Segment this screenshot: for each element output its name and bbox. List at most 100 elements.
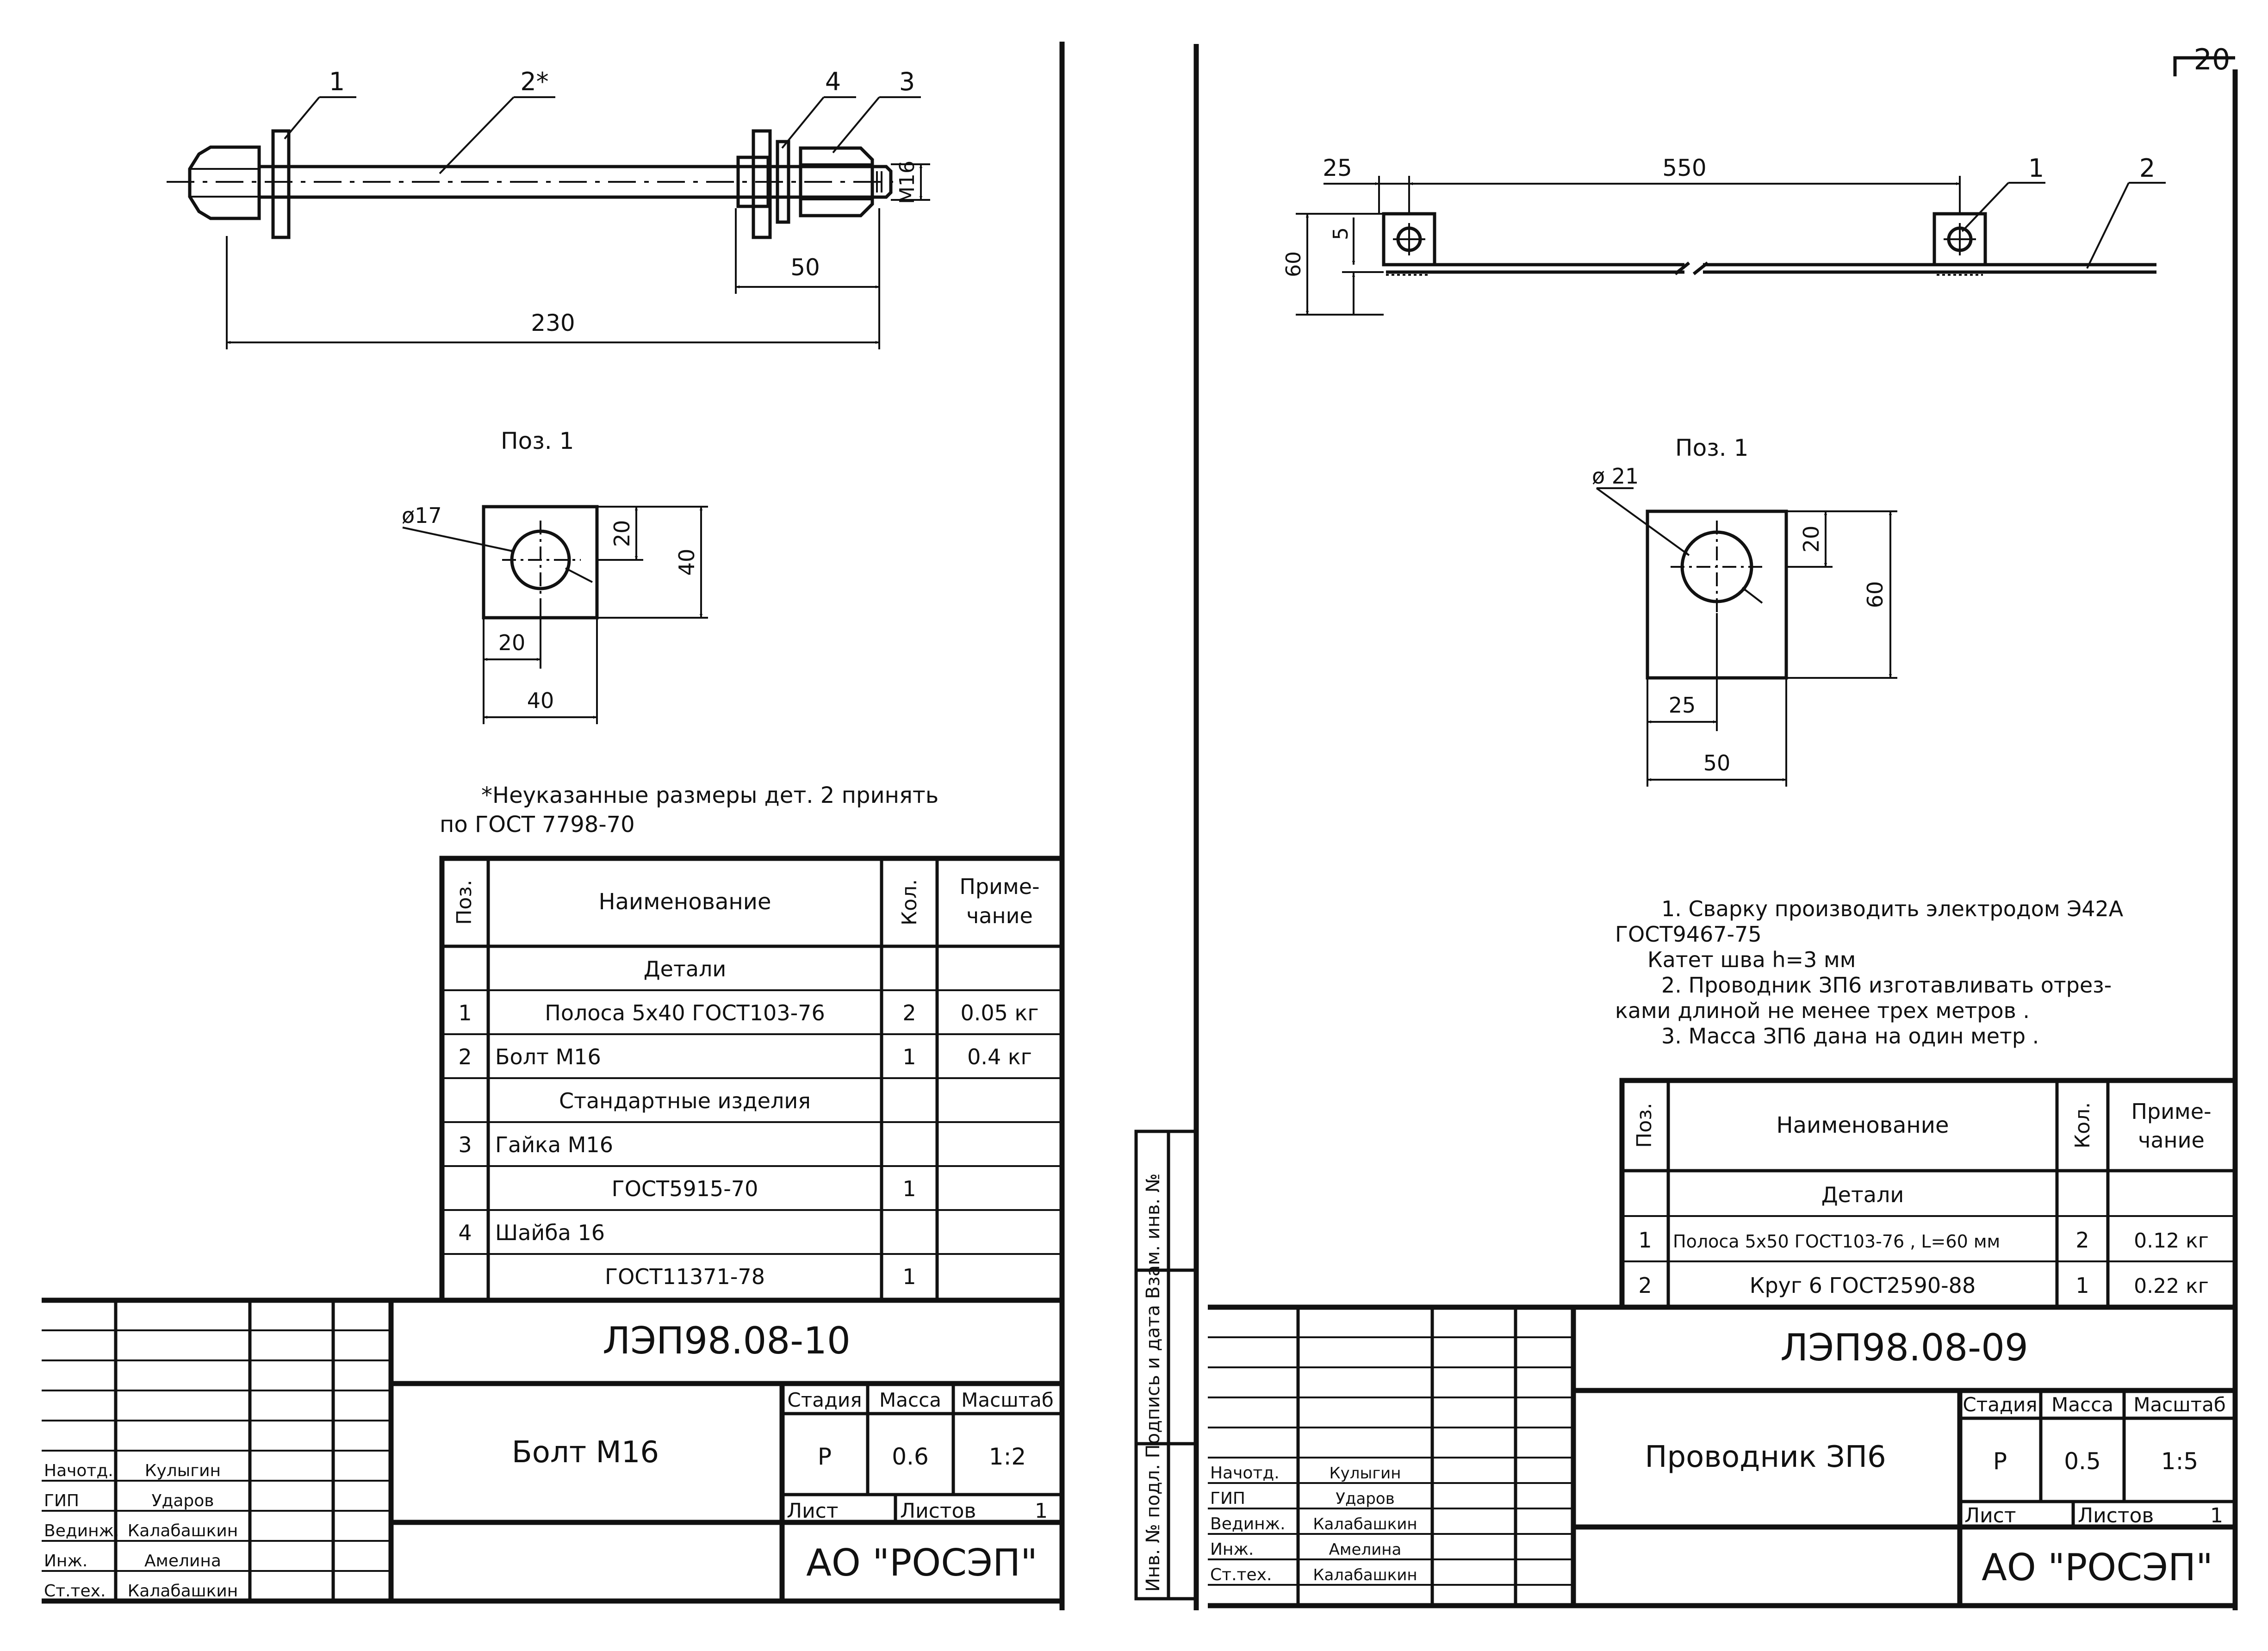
dimension-40: 40: [527, 688, 554, 713]
bom-cell-name: ГОСТ5915-70: [612, 1176, 758, 1201]
dimension-60: 60: [1863, 581, 1888, 608]
sheet-header: Лист: [787, 1499, 839, 1523]
bom-header-note: чание: [966, 903, 1033, 928]
mass-header: Масса: [879, 1389, 941, 1411]
signer-role: Начотд.: [1210, 1464, 1280, 1483]
dimension-5: 5: [1329, 227, 1353, 240]
dimension-40: 40: [674, 549, 699, 576]
bom-table-right: Поз. Наименование Кол. Приме- чание Дета…: [1619, 1078, 2238, 1310]
note-line: по ГОСТ 7798-70: [440, 812, 635, 838]
bom-header-note: Приме-: [959, 874, 1039, 899]
signer-role: Вединж.: [44, 1521, 119, 1540]
bom-cell-name: Гайка М16: [495, 1132, 613, 1157]
dimension-20: 20: [1799, 526, 1824, 553]
dimension-20: 20: [498, 630, 526, 655]
hole-diameter: ø17: [402, 503, 442, 528]
signer-name: Калабашкин: [1313, 1515, 1417, 1533]
bolt-head: [188, 145, 261, 220]
drawing-code: ЛЭП98.08-10: [603, 1319, 851, 1362]
bom-cell-qty: 2: [2075, 1228, 2089, 1253]
signer-name: Калабашкин: [128, 1521, 238, 1540]
conductor-drawing: 25 550 1 2 60 5: [1282, 154, 2166, 316]
dimension-60: 60: [1282, 251, 1305, 277]
leader-label: 1: [2028, 154, 2044, 183]
thread-dimension: M16: [895, 161, 919, 204]
leader-label: 2*: [520, 67, 548, 96]
signer-name: Амелина: [1329, 1540, 1402, 1559]
bom-cell-note: 0.12 кг: [2134, 1229, 2209, 1253]
note-line: 2. Проводник ЗП6 изготавливать отрез-: [1661, 973, 2112, 998]
bom-header-qty: Кол.: [2071, 1102, 2094, 1148]
sheets-header: Листов: [2078, 1504, 2154, 1527]
dimension-25: 25: [1669, 693, 1696, 718]
stage-header: Стадия: [1963, 1393, 2037, 1416]
stage-header: Стадия: [787, 1389, 862, 1411]
signer-name: Ударов: [1336, 1490, 1394, 1508]
side-stamp-text: Инв. № подл. Подпись и дата Взам. инв. №: [1143, 1173, 1164, 1592]
scale-header: Масштаб: [2133, 1393, 2226, 1416]
note-line: *Неуказанные размеры дет. 2 принять: [481, 782, 938, 808]
detail-title: Поз. 1: [1675, 434, 1748, 461]
signer-role: Ст.тех.: [1210, 1565, 1272, 1584]
bom-cell-name: Круг 6 ГОСТ2590-88: [1750, 1273, 1976, 1298]
stage-value: Р: [818, 1443, 832, 1470]
dimension-550: 550: [1662, 155, 1706, 181]
bom-cell-qty: 1: [902, 1264, 916, 1289]
signer-role: Вединж.: [1210, 1514, 1286, 1533]
bom-header-qty: Кол.: [898, 879, 921, 925]
bom-cell-pos: 1: [1638, 1228, 1652, 1253]
signer-name: Калабашкин: [1313, 1566, 1417, 1584]
drawing-name: Болт М16: [512, 1435, 659, 1470]
scale-value: 1:5: [2161, 1448, 2198, 1475]
signer-role: Начотд.: [44, 1461, 113, 1480]
dimension-230: 230: [531, 310, 575, 336]
signer-role: ГИП: [44, 1491, 79, 1510]
sheets-value: 1: [2210, 1504, 2223, 1527]
bom-cell-pos: 2: [458, 1044, 472, 1069]
nut-pos3: [799, 146, 874, 217]
signer-name: Кулыгин: [1329, 1464, 1401, 1483]
bom-header-note: чание: [2138, 1128, 2205, 1153]
leader-label: 2: [2139, 154, 2155, 183]
signer-role: Инж.: [44, 1552, 87, 1570]
bom-cell-qty: 1: [902, 1176, 916, 1201]
plate-pos1-right: [752, 129, 772, 239]
bom-header-note: Приме-: [2131, 1099, 2211, 1124]
bom-header-name: Наименование: [598, 889, 771, 915]
scale-value: 1:2: [989, 1443, 1026, 1470]
bom-header-name: Наименование: [1776, 1112, 1949, 1138]
hole-diameter: ø 21: [1592, 464, 1639, 489]
bom-cell-name: Полоса 5х40 ГОСТ103-76: [545, 1000, 825, 1025]
bom-cell-name: Болт М16: [495, 1044, 601, 1069]
signer-role: Инж.: [1210, 1540, 1254, 1559]
signer-name: Калабашкин: [128, 1582, 238, 1601]
bom-header-pos: Поз.: [1633, 1103, 1656, 1148]
plate-pos1: [271, 129, 291, 239]
bom-cell-note: 0.22 кг: [2134, 1274, 2209, 1298]
right-sheet: 20 25 550: [1134, 43, 2238, 1610]
washer-pos4: [776, 140, 790, 224]
bom-cell-name: Детали: [644, 956, 727, 981]
stage-value: Р: [1993, 1448, 2007, 1475]
bom-cell-name: Полоса 5х50 ГОСТ103-76 , L=60 мм: [1673, 1231, 2000, 1252]
bom-cell-name: ГОСТ11371-78: [605, 1264, 765, 1289]
detail-pos1-left: Поз. 1 ø17 20 40 20 40: [402, 428, 708, 724]
leader-label: 3: [899, 67, 915, 96]
bom-cell-note: 0.05 кг: [961, 1000, 1039, 1025]
bom-cell-note: 0.4 кг: [967, 1044, 1032, 1069]
signer-role: Ст.тех.: [44, 1582, 106, 1601]
mass-value: 0.6: [892, 1443, 929, 1470]
bolt-drawing: 1 2* 4 3 M16 50 230: [167, 67, 930, 349]
drawing-code: ЛЭП98.08-09: [1780, 1326, 2028, 1369]
bom-cell-qty: 1: [2075, 1273, 2089, 1298]
dimension-50: 50: [790, 254, 820, 281]
sheet-header: Лист: [1964, 1504, 2016, 1527]
note-line: ГОСТ9467-75: [1615, 922, 1762, 947]
signer-name: Амелина: [144, 1552, 221, 1570]
